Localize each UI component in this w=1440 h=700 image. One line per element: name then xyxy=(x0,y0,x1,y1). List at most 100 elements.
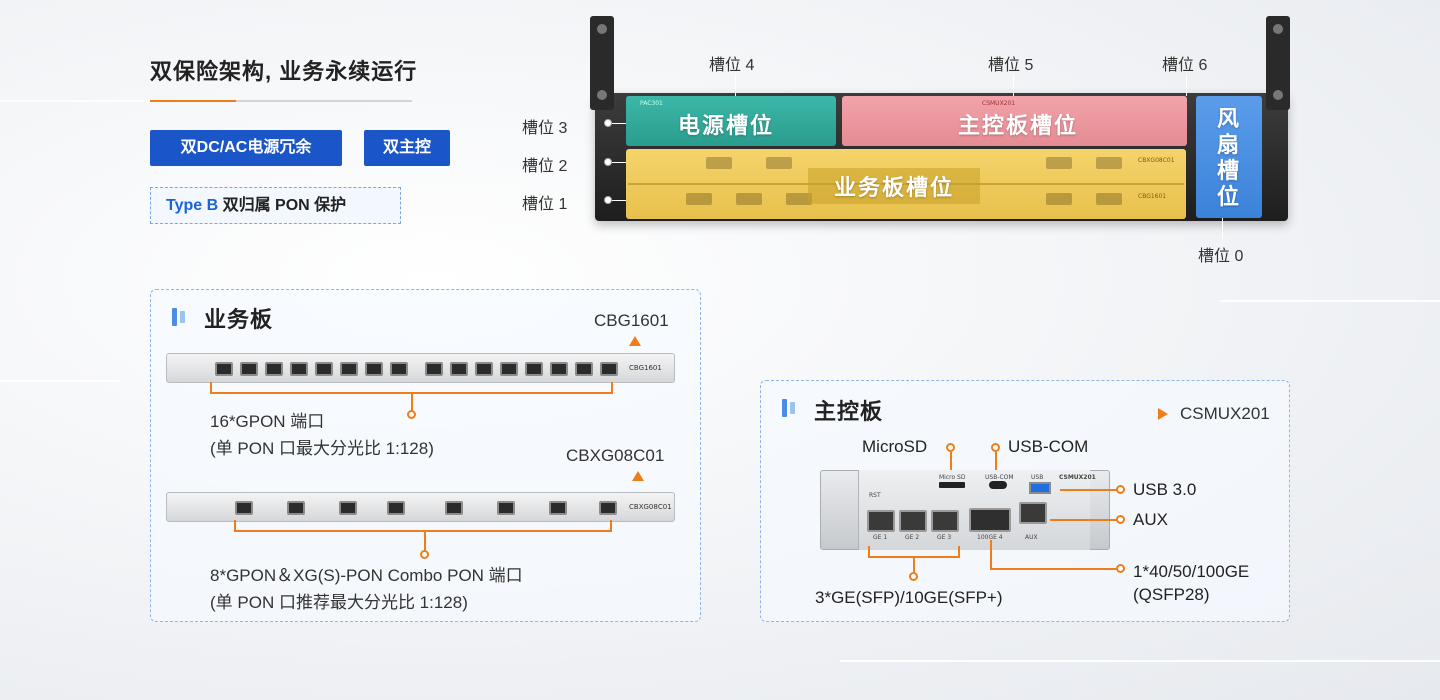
ge1-port xyxy=(867,510,895,532)
cbg1601-card: CBG1601 xyxy=(166,353,675,383)
slot-number-1: 槽位 1 xyxy=(522,196,568,213)
service-board-panel xyxy=(150,289,701,622)
cbxg08c01-model: CBXG08C01 xyxy=(566,446,665,465)
g100-silk: 100GE 4 xyxy=(977,534,1003,541)
main-slot-label: 主控板槽位 xyxy=(958,113,1079,138)
slot-number-3: 槽位 3 xyxy=(522,120,568,137)
service-board-title: 业务板 xyxy=(204,307,274,332)
aux-dot xyxy=(1116,515,1125,524)
fan-slot xyxy=(1196,96,1262,218)
cbg1601-desc-line1: 16*GPON 端口 xyxy=(210,412,325,431)
cbg1601-marker xyxy=(629,336,641,346)
ge-callout: 3*GE(SFP)/10GE(SFP+) xyxy=(815,588,1003,607)
usb3-lead xyxy=(1060,489,1118,491)
ge-dot xyxy=(909,572,918,581)
ge3-silk: GE 3 xyxy=(937,534,952,541)
cbxg08c01-marker xyxy=(632,471,644,481)
ge-bracket-left xyxy=(868,546,870,558)
cbg1601-lead xyxy=(411,392,413,412)
usb3-dot xyxy=(1116,485,1125,494)
slot-0-lead xyxy=(1222,218,1223,238)
ge2-silk: GE 2 xyxy=(905,534,920,541)
pon-protection-tag: Type B 双归属 PON 保护 xyxy=(150,187,401,224)
slot-number-2: 槽位 2 xyxy=(522,158,568,175)
cbxg08c01-bracket xyxy=(234,530,612,532)
power-slot-label: 电源槽位 xyxy=(678,113,775,138)
rst-silk: RST xyxy=(869,492,881,499)
aux-callout: AUX xyxy=(1133,510,1168,529)
slot-number-6: 槽位 6 xyxy=(1162,57,1208,74)
slot-number-5: 槽位 5 xyxy=(988,57,1034,74)
background-line xyxy=(0,100,220,102)
slot-4-lead xyxy=(735,74,736,96)
cbxg08c01-silk: CBXG08C01 xyxy=(629,503,672,511)
main-control-slot: CSMUX201 xyxy=(842,96,1187,146)
cbxg08c01-desc-line1: 8*GPON＆XG(S)-PON Combo PON 端口 xyxy=(210,566,523,585)
control-board-front: RST Micro SD USB-COM USB CSMUX201 GE 1 G… xyxy=(858,470,1096,550)
aux-lead xyxy=(1050,519,1118,521)
usbcom-silk: USB-COM xyxy=(985,474,1014,481)
qsfp-lead-v xyxy=(990,540,992,570)
slot-6-lead xyxy=(1186,74,1187,96)
usbcom-callout: USB-COM xyxy=(1008,437,1089,456)
ge-bracket-right xyxy=(958,546,960,558)
cbg1601-bracket-left xyxy=(210,382,212,394)
cbg1601-desc-line2: (单 PON 口最大分光比 1:128) xyxy=(210,439,434,458)
csmux201-marker xyxy=(1158,408,1168,420)
main-slot-silk: CSMUX201 xyxy=(982,100,1016,107)
qsfp-dot xyxy=(1116,564,1125,573)
usb3-callout: USB 3.0 xyxy=(1133,480,1197,499)
aux-silk: AUX xyxy=(1025,534,1038,541)
ge3-port xyxy=(931,510,959,532)
usbcom-dot xyxy=(991,443,1000,452)
slot-1-lead xyxy=(612,200,626,201)
ge1-silk: GE 1 xyxy=(873,534,888,541)
background-line xyxy=(840,660,1440,662)
svc-top-silk: CBXG08C01 xyxy=(1138,157,1175,164)
microsd-slot xyxy=(939,482,965,488)
left-rack-ear xyxy=(590,16,614,110)
csmux201-model: CSMUX201 xyxy=(1180,404,1270,423)
model-silk: CSMUX201 xyxy=(1059,474,1096,481)
dual-control-tag: 双主控 xyxy=(364,130,450,166)
service-slot-label: 业务板槽位 xyxy=(808,168,981,204)
usb-silk: USB xyxy=(1031,474,1044,481)
type-b-label: Type B xyxy=(166,197,219,214)
ge2-port xyxy=(899,510,927,532)
cbg1601-silk: CBG1601 xyxy=(629,364,662,372)
section-icon xyxy=(172,308,186,326)
control-board-title: 主控板 xyxy=(814,399,884,424)
cbg1601-model: CBG1601 xyxy=(594,311,669,330)
slot-number-0: 槽位 0 xyxy=(1198,248,1244,265)
cbxg08c01-desc-line2: (单 PON 口推荐最大分光比 1:128) xyxy=(210,593,468,612)
qsfp-lead-h xyxy=(990,568,1118,570)
right-rack-ear xyxy=(1266,16,1290,110)
cbxg08c01-bracket-right xyxy=(610,520,612,532)
ge-lead xyxy=(913,556,915,574)
power-slot: PAC301 xyxy=(626,96,836,146)
slot-2-lead xyxy=(612,162,626,163)
slot-5-lead xyxy=(1013,74,1014,96)
usbcom-lead xyxy=(995,452,997,474)
microsd-callout: MicroSD xyxy=(862,437,928,456)
cbxg08c01-lead xyxy=(424,530,426,552)
microsd-dot xyxy=(946,443,955,452)
slot-1-dot xyxy=(604,196,612,204)
cbg1601-dot xyxy=(407,410,416,419)
usb3-port xyxy=(1029,482,1051,494)
qsfp-callout-line1: 1*40/50/100GE xyxy=(1133,562,1250,581)
qsfp-callout-line2: (QSFP28) xyxy=(1133,585,1210,604)
svc-bottom-silk: CBG1601 xyxy=(1138,193,1167,200)
background-line xyxy=(1220,300,1440,302)
aux-port xyxy=(1019,502,1047,524)
fan-slot-label: 风扇槽位 xyxy=(1216,106,1241,209)
slot-3-lead xyxy=(612,123,626,124)
cbxg08c01-dot xyxy=(420,550,429,559)
usb-com-port xyxy=(989,481,1007,489)
title-underline xyxy=(150,100,412,102)
microsd-lead xyxy=(950,452,952,474)
power-redundancy-tag: 双DC/AC电源冗余 xyxy=(150,130,342,166)
section-icon xyxy=(782,399,796,417)
slot-3-dot xyxy=(604,119,612,127)
cbxg08c01-bracket-left xyxy=(234,520,236,532)
